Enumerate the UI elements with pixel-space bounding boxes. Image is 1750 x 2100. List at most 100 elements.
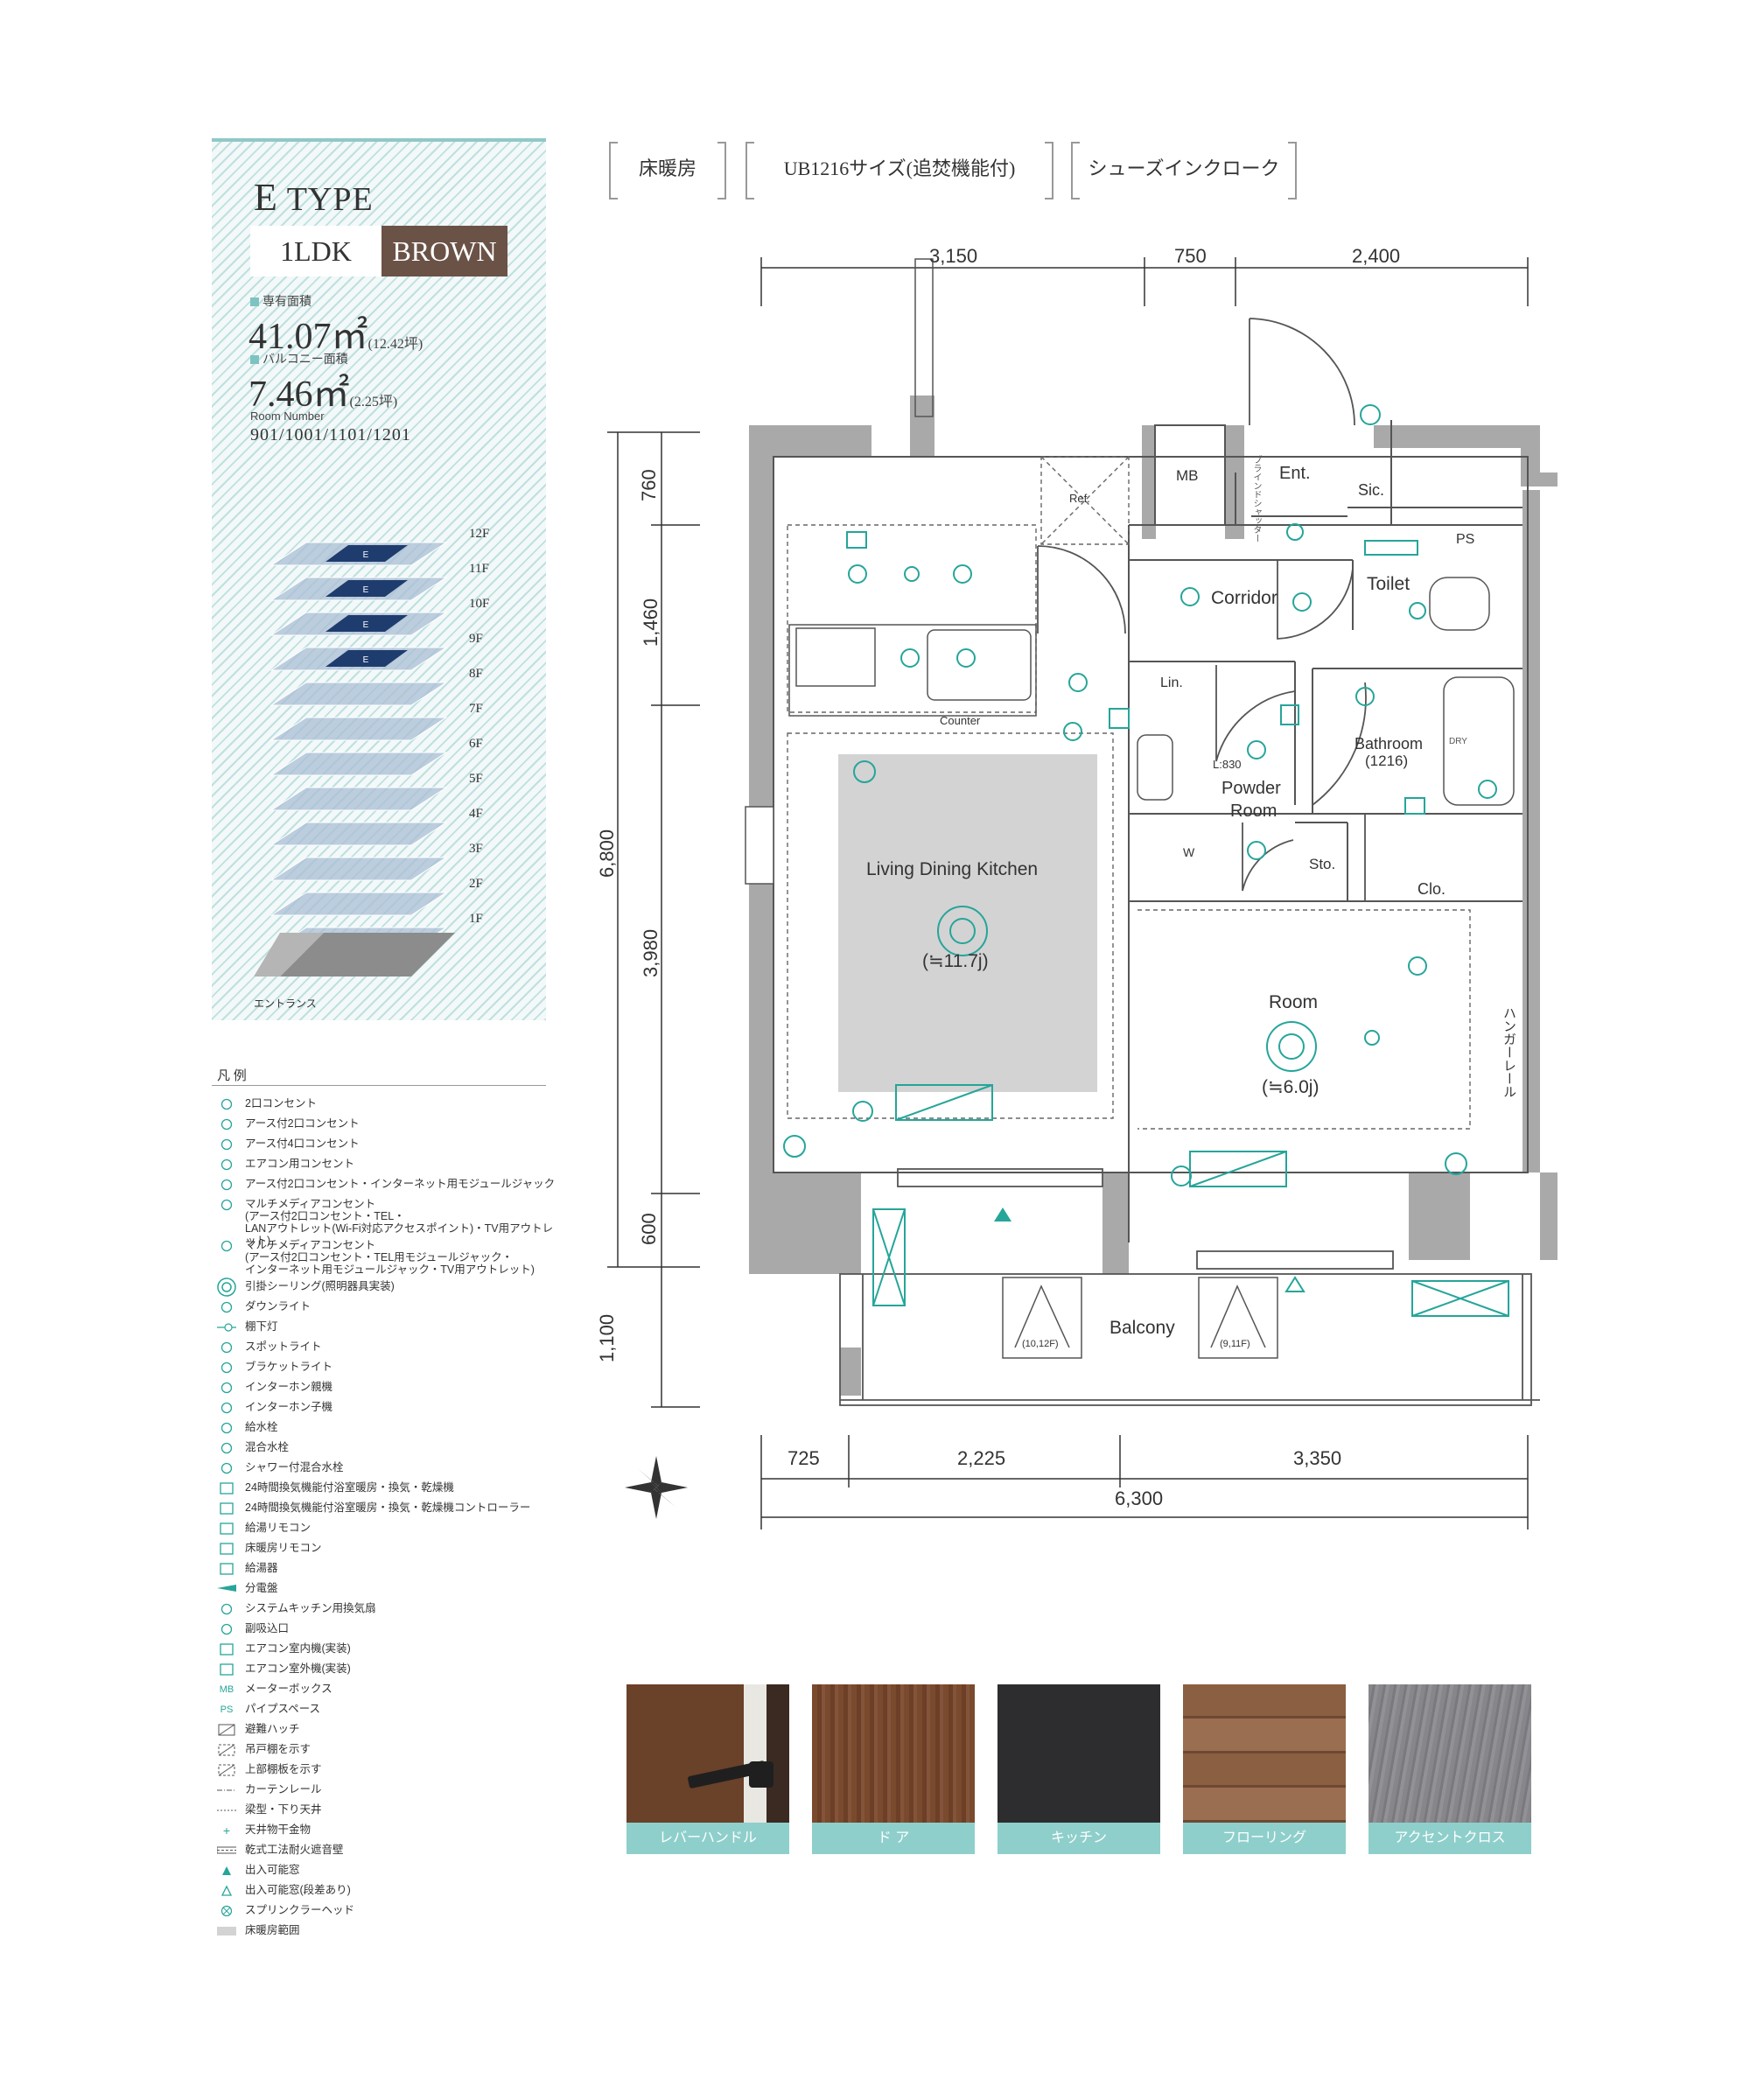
legend-item: 引掛シーリング(照明器具実装)	[217, 1278, 558, 1299]
legend-item: 梁型・下り天井	[217, 1803, 558, 1823]
floor-label: 6F	[469, 737, 483, 751]
legend-item-label: 梁型・下り天井	[245, 1803, 322, 1816]
tag-bath-size: UB1216サイズ(追焚機能付)	[746, 142, 1054, 200]
balcony-outline	[839, 1168, 1540, 1406]
floor-heating-zone	[838, 754, 1097, 1092]
room-powder-label: Powder	[1222, 779, 1281, 798]
counter-label: Counter	[940, 714, 981, 727]
access-window-marker	[994, 1208, 1012, 1222]
room-storage-label: Sto.	[1309, 856, 1336, 872]
legend-symbol-icon	[217, 1582, 236, 1596]
hatch-label-2: (9,11F)	[1220, 1339, 1250, 1349]
legend-item: 2口コンセント	[217, 1097, 558, 1116]
legend-item-label: 天井物干金物	[245, 1824, 312, 1836]
legend-rule	[212, 1085, 546, 1086]
unit-marker-label: E	[363, 620, 369, 630]
bathtub	[1443, 676, 1515, 806]
floor-label: 2F	[469, 877, 483, 891]
legend-item-label: 副吸込口	[245, 1622, 290, 1634]
tag-floor-heating: 床暖房	[609, 142, 726, 200]
legend-item: カーテンレール	[217, 1783, 558, 1802]
left-dimension-lines	[607, 431, 700, 1408]
legend-symbol-icon	[217, 1783, 236, 1797]
legend-item: 出入可能窓	[217, 1864, 558, 1883]
overhead-cabinets	[787, 456, 1471, 1130]
linen-length-label: L:830	[1213, 758, 1242, 771]
swatch-lever-handle: レバーハンドル	[626, 1684, 789, 1854]
legend-symbol-icon	[217, 1602, 236, 1616]
dim-bottom-1: 725	[788, 1447, 820, 1469]
legend-symbol-icon	[217, 1522, 236, 1536]
legend-item: 上部棚板を示す	[217, 1763, 558, 1782]
swatch-kitchen: キッチン	[998, 1684, 1160, 1854]
floor-plate	[270, 822, 448, 846]
legend-symbol-icon	[217, 1481, 236, 1495]
swatch-image	[1368, 1684, 1531, 1823]
legend-symbol-icon	[217, 1562, 236, 1576]
legend-symbol-icon	[217, 1924, 236, 1938]
legend-item-label: マルチメディアコンセント (アース付2口コンセント・TEL・ LANアウトレット…	[245, 1198, 554, 1247]
balcony-label: Balcony	[1110, 1318, 1175, 1338]
legend-item-label: 2口コンセント	[245, 1097, 317, 1110]
legend-item-label: アース付2口コンセント・インターネット用モジュールジャック	[245, 1178, 556, 1190]
swatch-label: アクセントクロス	[1368, 1823, 1531, 1854]
legend-item-label: エアコン用コンセント	[245, 1158, 355, 1170]
legend-item: 避難ハッチ	[217, 1723, 558, 1742]
legend-symbol-icon	[217, 1178, 236, 1192]
legend-item-label: マルチメディアコンセント (アース付2口コンセント・TEL用モジュールジャック・…	[245, 1239, 535, 1276]
doors	[1037, 318, 1367, 901]
dim-left-1460: 1,460	[640, 598, 662, 647]
legend-item-label: 分電盤	[245, 1582, 278, 1594]
legend-item-label: エアコン室外機(実装)	[245, 1662, 351, 1675]
legend-item-label: ブラケットライト	[245, 1361, 333, 1373]
room-closet-label: Clo.	[1418, 880, 1446, 898]
legend-item: 床暖房リモコン	[217, 1542, 558, 1561]
legend-item: ブラケットライト	[217, 1361, 558, 1380]
legend-symbol-icon	[217, 1642, 236, 1656]
room-linen-label: Lin.	[1160, 676, 1183, 690]
legend-symbol-icon	[217, 1097, 236, 1111]
unit-type-word: TYPE	[286, 181, 374, 218]
legend-symbol-icon: +	[222, 1824, 231, 1838]
legend-item: 給湯リモコン	[217, 1522, 558, 1541]
electrical-fixtures	[783, 404, 1497, 1186]
legend-item: アース付2口コンセント・インターネット用モジュールジャック	[217, 1178, 558, 1197]
room-numbers: 901/1001/1101/1201	[250, 425, 411, 444]
legend-symbol-icon	[217, 1441, 236, 1455]
swatch-label: フローリング	[1183, 1823, 1346, 1854]
legend-symbol-icon	[217, 1542, 236, 1556]
dim-left-6800: 6,800	[596, 829, 618, 878]
legend-item: + 天井物干金物	[217, 1824, 558, 1843]
legend-item: アース付2口コンセント	[217, 1117, 558, 1137]
room-entrance-label: Ent.	[1279, 464, 1311, 483]
legend-item-label: カーテンレール	[245, 1783, 322, 1796]
legend-item: 24時間換気機能付浴室暖房・換気・乾燥機	[217, 1481, 558, 1501]
legend-item-label: 給湯リモコン	[245, 1522, 312, 1534]
floor-plate	[270, 857, 448, 881]
dim-top-1: 3,150	[929, 245, 978, 267]
swatch-flooring: フローリング	[1183, 1684, 1346, 1854]
compass-rose	[625, 1456, 688, 1519]
floor-plan	[607, 257, 1558, 1530]
legend-symbol-icon	[217, 1662, 236, 1676]
swatch-label: ド ア	[812, 1823, 975, 1854]
legend-symbol-icon	[217, 1158, 236, 1172]
legend-item-label: 出入可能窓(段差あり)	[245, 1884, 351, 1896]
legend-symbol-icon	[217, 1743, 236, 1757]
swatch-accent-cloth: アクセントクロス	[1368, 1684, 1531, 1854]
legend-item-label: 床暖房リモコン	[245, 1542, 322, 1554]
legend-symbol-icon	[217, 1381, 236, 1395]
dim-left-1100: 1,100	[596, 1313, 618, 1362]
swatch-label: キッチン	[998, 1823, 1160, 1854]
legend-symbol-icon	[217, 1401, 236, 1415]
legend-item-label: 給湯器	[245, 1562, 278, 1574]
legend-item-label: アース付4口コンセント	[245, 1138, 360, 1150]
legend-item: 吊戸棚を示す	[217, 1743, 558, 1762]
legend-item: 分電盤	[217, 1582, 558, 1601]
balcony-area-value: 7.46㎡	[248, 374, 350, 415]
legend-item: 給水栓	[217, 1421, 558, 1440]
floor-label: 1F	[469, 912, 483, 926]
washbasin	[1137, 734, 1173, 801]
